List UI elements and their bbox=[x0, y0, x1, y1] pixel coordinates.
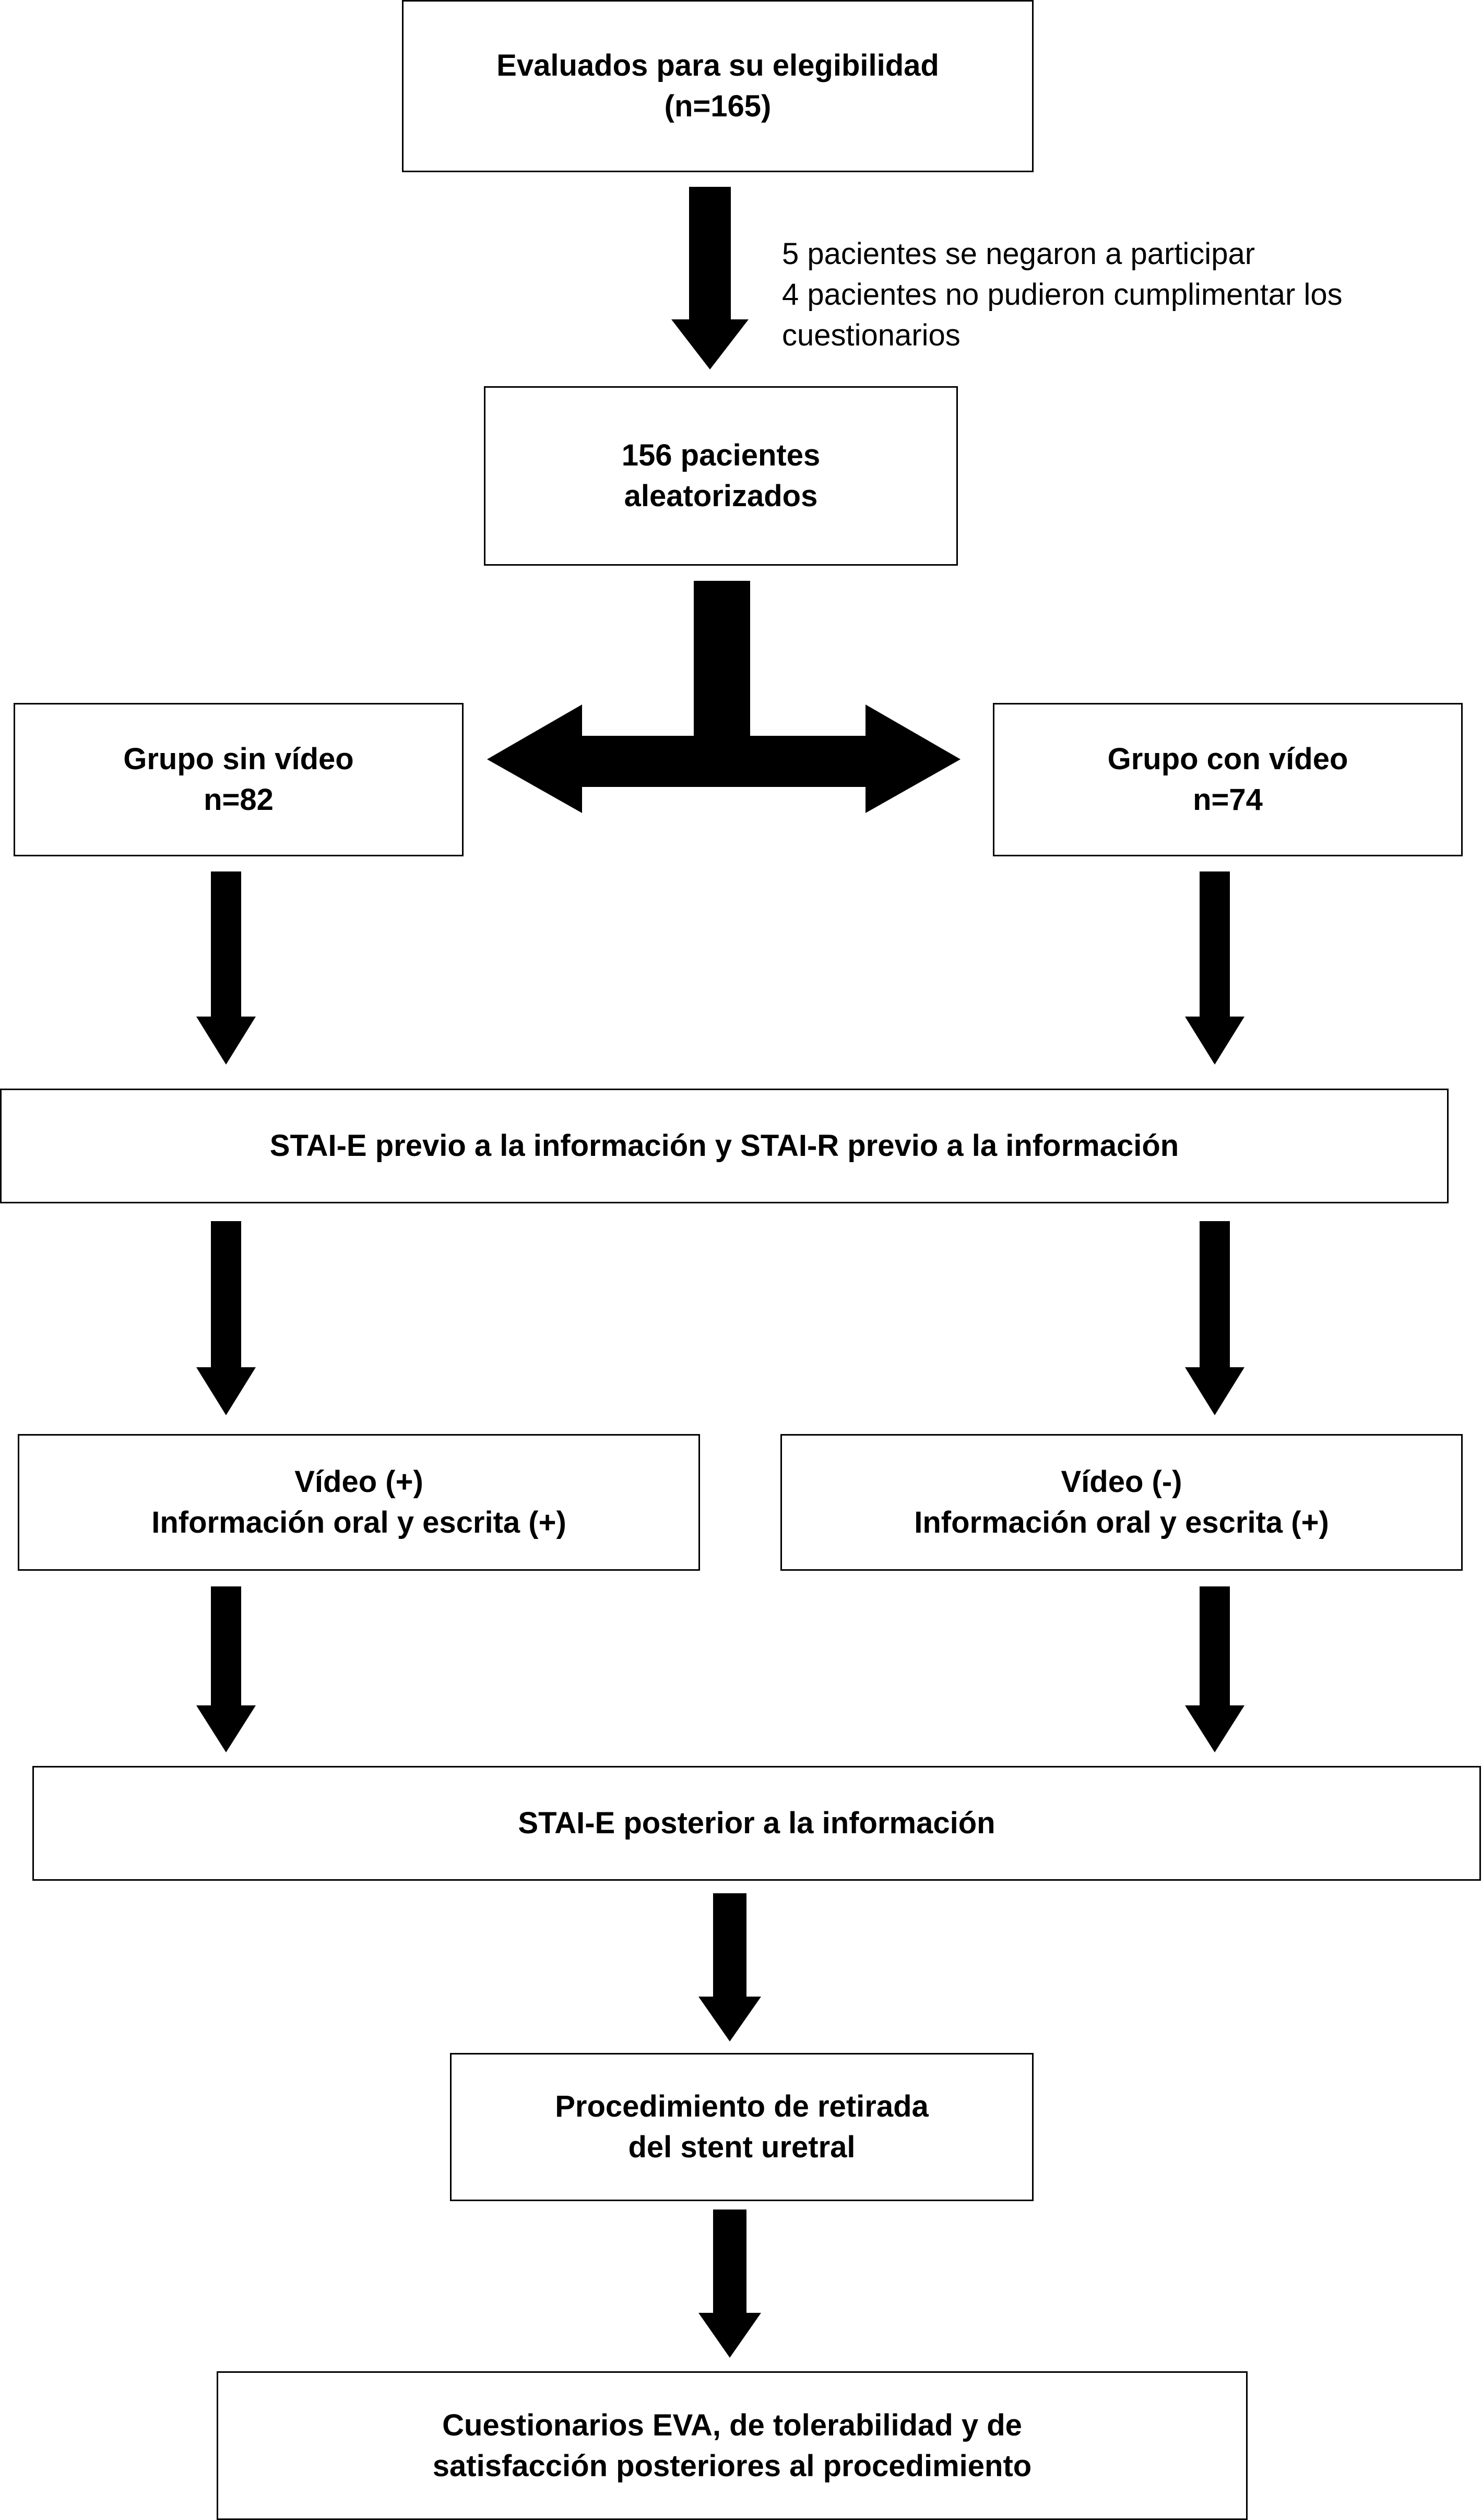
group-video-box: Grupo con vídeo n=74 bbox=[993, 703, 1463, 856]
exclusion-incomplete-cont: cuestionarios bbox=[782, 318, 961, 352]
procedure-line1: Procedimiento de retirada bbox=[555, 2089, 929, 2123]
video-minus-box: Vídeo (-) Información oral y escrita (+) bbox=[780, 1434, 1463, 1571]
group-no-video-title: Grupo sin vídeo bbox=[123, 742, 354, 776]
stai-after-box: STAI-E posterior a la información bbox=[32, 1766, 1481, 1881]
eligibility-title: Evaluados para su elegibilidad bbox=[496, 49, 939, 82]
video-plus-info: Información oral y escrita (+) bbox=[151, 1506, 566, 1539]
video-plus-title: Vídeo (+) bbox=[294, 1465, 423, 1499]
group-video-count: n=74 bbox=[1193, 783, 1263, 817]
down-arrow-icon bbox=[698, 1893, 761, 2041]
exclusion-incomplete: 4 pacientes no pudieron cumplimentar los bbox=[782, 278, 1343, 312]
video-plus-box: Vídeo (+) Información oral y escrita (+) bbox=[18, 1434, 700, 1571]
randomized-box: 156 pacientes aleatorizados bbox=[484, 386, 958, 566]
down-arrow-icon bbox=[1185, 1221, 1244, 1415]
down-arrow-icon bbox=[698, 2210, 761, 2358]
randomized-count: 156 pacientes bbox=[621, 438, 821, 472]
video-minus-info: Información oral y escrita (+) bbox=[914, 1506, 1329, 1539]
stai-after-label: STAI-E posterior a la información bbox=[518, 1806, 995, 1840]
stai-before-label: STAI-E previo a la información y STAI-R … bbox=[269, 1129, 1179, 1163]
down-arrow-icon bbox=[196, 871, 256, 1065]
group-no-video-box: Grupo sin vídeo n=82 bbox=[14, 703, 464, 856]
group-no-video-count: n=82 bbox=[204, 783, 274, 817]
down-arrow-icon bbox=[196, 1221, 256, 1415]
group-video-title: Grupo con vídeo bbox=[1107, 742, 1348, 776]
randomized-label: aleatorizados bbox=[624, 479, 818, 513]
eligibility-box: Evaluados para su elegibilidad (n=165) bbox=[402, 0, 1034, 172]
down-arrow-icon bbox=[1185, 871, 1244, 1065]
split-arrow-icon bbox=[487, 581, 961, 813]
procedure-box: Procedimiento de retirada del stent uret… bbox=[450, 2053, 1034, 2201]
exclusion-refused: 5 pacientes se negaron a participar bbox=[782, 237, 1255, 271]
down-arrow-icon bbox=[196, 1586, 256, 1752]
stai-before-box: STAI-E previo a la información y STAI-R … bbox=[0, 1089, 1449, 1203]
video-minus-title: Vídeo (-) bbox=[1061, 1465, 1182, 1499]
procedure-line2: del stent uretral bbox=[628, 2130, 856, 2164]
questionnaires-line1: Cuestionarios EVA, de tolerabilidad y de bbox=[442, 2408, 1022, 2442]
exclusion-note: 5 pacientes se negaron a participar 4 pa… bbox=[782, 234, 1343, 356]
questionnaires-line2: satisfacción posteriores al procedimient… bbox=[432, 2449, 1032, 2483]
questionnaires-box: Cuestionarios EVA, de tolerabilidad y de… bbox=[217, 2371, 1248, 2520]
down-arrow-icon bbox=[1185, 1586, 1244, 1752]
down-arrow-icon bbox=[671, 187, 749, 369]
eligibility-count: (n=165) bbox=[664, 89, 772, 123]
